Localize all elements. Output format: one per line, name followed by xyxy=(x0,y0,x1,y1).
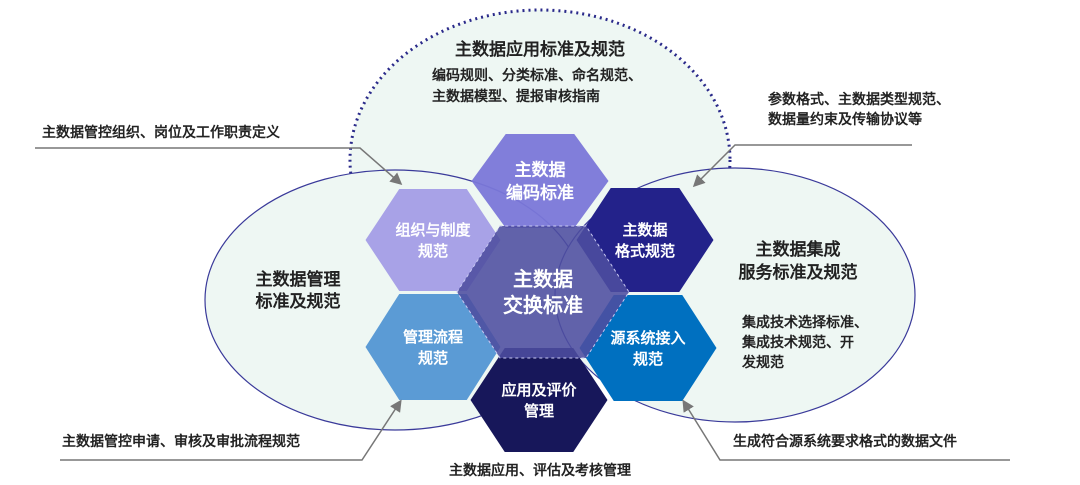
hexagon-upper-left-label: 规范 xyxy=(418,242,448,260)
hexagon-bottom xyxy=(470,348,608,452)
callout-upper-right-1: 参数格式、主数据类型规范、 xyxy=(768,91,950,108)
arrow-lower-right xyxy=(682,399,1010,461)
right-detail-2: 集成技术规范、开 xyxy=(741,334,854,351)
hexagon-lower-left-label: 规范 xyxy=(418,349,448,367)
arrow-upper-right xyxy=(692,144,912,188)
hexagon-bottom-label: 管理 xyxy=(524,402,554,420)
right-group-line-2: 服务标准及规范 xyxy=(739,262,858,283)
hexagon-upper-left-label: 组织与制度 xyxy=(395,221,471,239)
hexagon-upper-right-label: 主数据 xyxy=(622,221,667,239)
top-group-title: 主数据应用标准及规范 xyxy=(455,39,625,60)
hexagon-lower-right-label: 源系统接入 xyxy=(610,329,685,347)
hexagon-center xyxy=(456,225,630,359)
callout-upper-right-2: 数据量约束及传输协议等 xyxy=(768,111,922,128)
hexagon-top-label: 主数据 xyxy=(515,159,566,180)
hexagon-upper-right-label: 格式规范 xyxy=(615,242,675,260)
hexagon-lower-left-label: 管理流程 xyxy=(403,328,463,346)
top-group-line-2: 主数据模型、提报审核指南 xyxy=(432,88,600,105)
top-group-line-1: 编码规则、分类标准、命名规范、 xyxy=(432,67,642,84)
hexagon-upper-left xyxy=(365,189,501,291)
callout-lower-right: 生成符合源系统要求格式的数据文件 xyxy=(733,433,957,450)
right-group-line-1: 主数据集成 xyxy=(756,239,841,260)
hexagon-lower-right-label: 规范 xyxy=(633,350,663,368)
arrow-lower-left xyxy=(60,399,402,461)
callout-bottom: 主数据应用、评估及考核管理 xyxy=(449,462,631,479)
hexagon-lower-left xyxy=(365,294,501,400)
arrow-upper-left xyxy=(35,147,403,185)
hexagon-center-label: 交换标准 xyxy=(503,293,583,317)
hexagon-top xyxy=(471,134,609,228)
hexagon-top-label: 编码标准 xyxy=(506,182,574,203)
right-detail-1: 集成技术选择标准、 xyxy=(741,314,868,331)
hexagon-bottom-label: 应用及评价 xyxy=(501,381,577,399)
hexagon-lower-right xyxy=(579,295,717,401)
hexagon-center-label: 主数据 xyxy=(513,267,573,291)
left-group-line-2: 标准及规范 xyxy=(256,291,341,312)
right-detail-3: 发规范 xyxy=(741,354,784,371)
callout-upper-left: 主数据管控组织、岗位及工作职责定义 xyxy=(42,124,280,141)
callout-lower-left: 主数据管控申请、审核及审批流程规范 xyxy=(62,433,300,450)
left-group-line-1: 主数据管理 xyxy=(256,269,341,290)
